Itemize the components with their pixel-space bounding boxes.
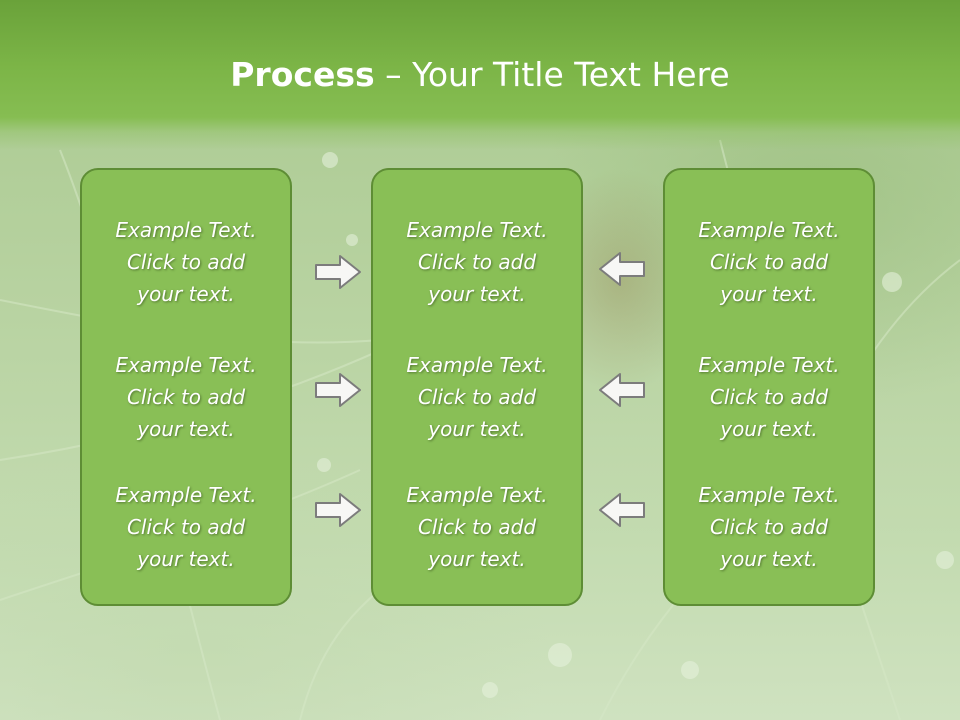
process-box-left[interactable]: Example Text. Click to add your text. Ex… bbox=[80, 168, 292, 606]
process-box-right[interactable]: Example Text. Click to add your text. Ex… bbox=[663, 168, 875, 606]
placeholder-line: Example Text. bbox=[406, 483, 548, 507]
placeholder-line: Example Text. bbox=[406, 218, 548, 242]
placeholder-line: Click to add bbox=[126, 515, 246, 539]
process-box-center[interactable]: Example Text. Click to add your text. Ex… bbox=[371, 168, 583, 606]
placeholder-line: Click to add bbox=[126, 250, 246, 274]
text-placeholder[interactable]: Example Text. Click to add your text. bbox=[82, 349, 290, 445]
placeholder-line: your text. bbox=[720, 547, 818, 571]
arrow-left-icon[interactable] bbox=[598, 492, 646, 528]
placeholder-line: Click to add bbox=[417, 250, 537, 274]
text-placeholder[interactable]: Example Text. Click to add your text. bbox=[665, 479, 873, 575]
text-placeholder[interactable]: Example Text. Click to add your text. bbox=[82, 479, 290, 575]
placeholder-line: Click to add bbox=[709, 515, 829, 539]
title-bar bbox=[0, 0, 960, 150]
placeholder-line: Example Text. bbox=[115, 483, 257, 507]
placeholder-line: Click to add bbox=[417, 385, 537, 409]
text-placeholder[interactable]: Example Text. Click to add your text. bbox=[665, 214, 873, 310]
arrow-right-icon[interactable] bbox=[314, 254, 362, 290]
placeholder-line: your text. bbox=[720, 417, 818, 441]
placeholder-line: Example Text. bbox=[698, 218, 840, 242]
arrow-right-icon[interactable] bbox=[314, 492, 362, 528]
arrow-right-icon[interactable] bbox=[314, 372, 362, 408]
placeholder-line: Click to add bbox=[417, 515, 537, 539]
text-placeholder[interactable]: Example Text. Click to add your text. bbox=[373, 214, 581, 310]
arrow-left-icon[interactable] bbox=[598, 251, 646, 287]
text-placeholder[interactable]: Example Text. Click to add your text. bbox=[373, 349, 581, 445]
placeholder-line: your text. bbox=[428, 282, 526, 306]
placeholder-line: your text. bbox=[137, 417, 235, 441]
placeholder-line: your text. bbox=[428, 417, 526, 441]
title-bold: Process bbox=[230, 55, 375, 94]
placeholder-line: your text. bbox=[428, 547, 526, 571]
arrow-left-icon[interactable] bbox=[598, 372, 646, 408]
placeholder-line: Example Text. bbox=[698, 483, 840, 507]
slide-title[interactable]: Process – Your Title Text Here bbox=[0, 50, 960, 100]
placeholder-line: your text. bbox=[137, 547, 235, 571]
placeholder-line: Click to add bbox=[709, 385, 829, 409]
placeholder-line: Click to add bbox=[126, 385, 246, 409]
placeholder-line: Example Text. bbox=[406, 353, 548, 377]
text-placeholder[interactable]: Example Text. Click to add your text. bbox=[82, 214, 290, 310]
placeholder-line: your text. bbox=[720, 282, 818, 306]
placeholder-line: Example Text. bbox=[115, 353, 257, 377]
placeholder-line: Click to add bbox=[709, 250, 829, 274]
placeholder-line: Example Text. bbox=[698, 353, 840, 377]
text-placeholder[interactable]: Example Text. Click to add your text. bbox=[373, 479, 581, 575]
text-placeholder[interactable]: Example Text. Click to add your text. bbox=[665, 349, 873, 445]
placeholder-line: your text. bbox=[137, 282, 235, 306]
title-rest: – Your Title Text Here bbox=[374, 55, 730, 94]
placeholder-line: Example Text. bbox=[115, 218, 257, 242]
